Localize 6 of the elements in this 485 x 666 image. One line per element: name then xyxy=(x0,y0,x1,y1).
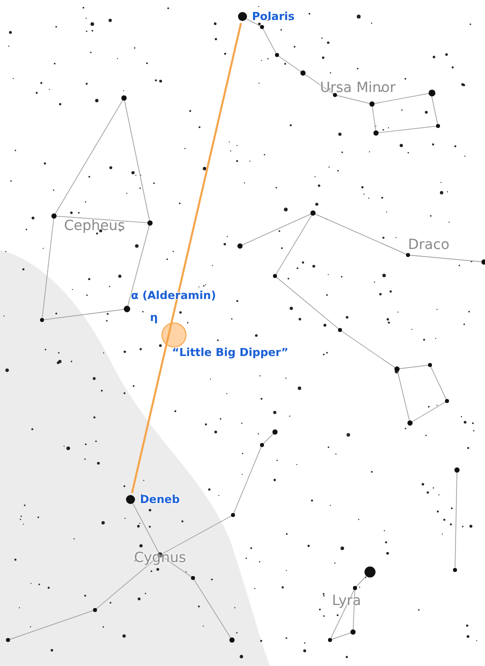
constellation-name: Draco xyxy=(408,238,450,254)
constellation-name: Cepheus xyxy=(64,219,125,234)
star-name: Deneb xyxy=(140,493,180,506)
star-name: Polaris xyxy=(252,10,295,23)
star-name: η xyxy=(150,312,158,324)
asterism-name: “Little Big Dipper” xyxy=(172,347,288,360)
